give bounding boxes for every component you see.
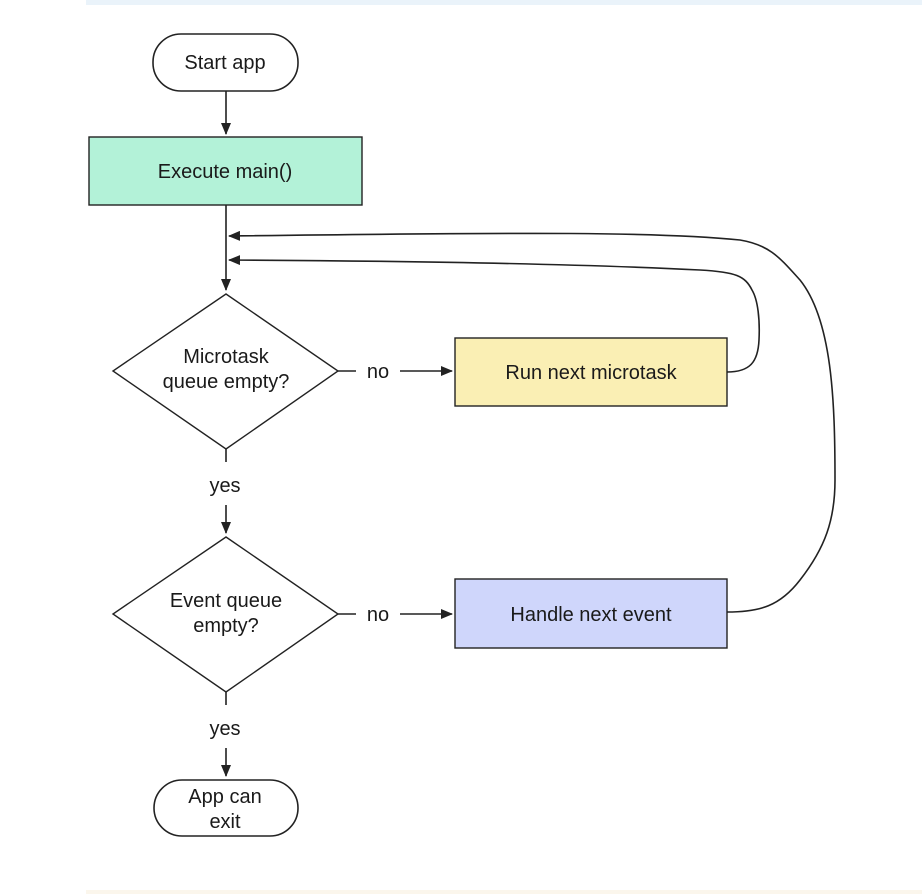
- bottom-band: [86, 890, 922, 894]
- event-yes-label: yes: [209, 718, 240, 740]
- end-label-1: App can: [188, 786, 261, 808]
- event-no-label: no: [367, 604, 389, 626]
- edge-microtask-loopback: [228, 255, 761, 373]
- event-check-label-2: empty?: [193, 615, 259, 637]
- end-label-2: exit: [209, 811, 241, 833]
- microtask-no-label: no: [367, 361, 389, 383]
- top-band: [86, 0, 922, 5]
- run-microtask-label: Run next microtask: [505, 362, 677, 384]
- handle-event-node: [454, 578, 728, 649]
- execute-main-label: Execute main(): [158, 161, 293, 183]
- microtask-yes-label: yes: [209, 475, 240, 497]
- execute-main-node: [88, 136, 363, 206]
- edge-handle-event-loopback: [228, 230, 836, 613]
- microtask-check-label-2: queue empty?: [163, 371, 290, 393]
- event-check-label-1: Event queue: [170, 590, 282, 612]
- handle-event-label: Handle next event: [510, 604, 672, 626]
- microtask-check-label-1: Microtask: [183, 346, 270, 368]
- start-label: Start app: [184, 52, 265, 74]
- end-node: [153, 779, 299, 837]
- run-microtask-node: [454, 337, 728, 407]
